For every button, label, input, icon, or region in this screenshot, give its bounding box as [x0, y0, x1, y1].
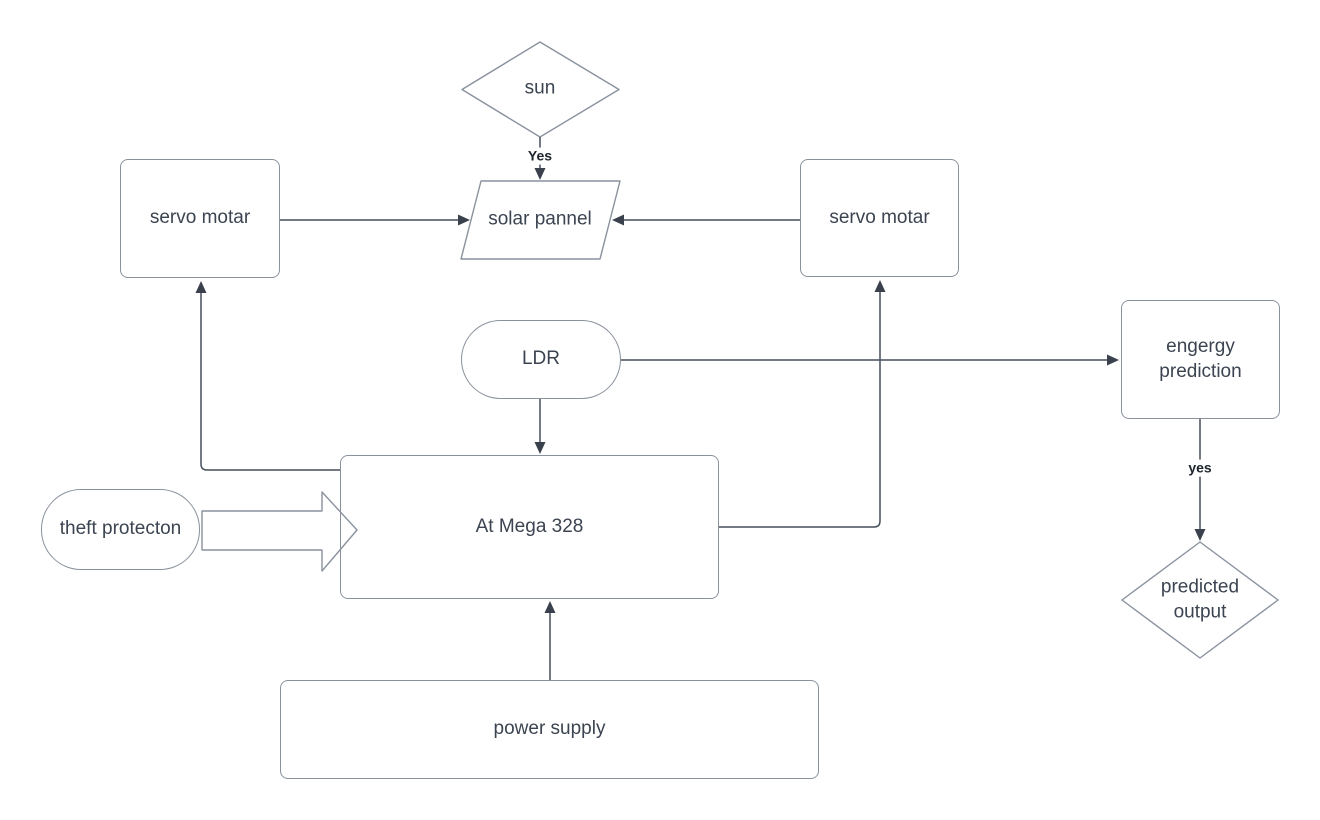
- solar-panel-label: solar pannel: [488, 208, 592, 230]
- arrowhead-at-mega-to-servo-left: [195, 281, 207, 293]
- edge-at-mega-to-servo-left: [200, 293, 340, 471]
- energy-prediction-node: engergy prediction: [1121, 300, 1280, 419]
- edge-at-mega-to-servo-right: [719, 292, 881, 528]
- predicted-output-label: predicted output: [1160, 576, 1240, 622]
- servo-motor-left-label: servo motar: [149, 207, 251, 229]
- arrowhead-sun-to-solar-panel: [534, 168, 546, 180]
- ldr-label: LDR: [521, 348, 560, 370]
- arrowhead-servo-right-to-solar-panel: [612, 214, 624, 226]
- servo-motor-right-label: servo motar: [829, 206, 930, 228]
- arrowhead-power-supply-to-at-mega: [544, 601, 556, 613]
- power-supply-label: power supply: [493, 718, 606, 740]
- theft-protection-label: theft protecton: [59, 518, 182, 540]
- arrowhead-ldr-to-at-mega: [534, 442, 546, 454]
- servo-motor-right-node: servo motar: [800, 159, 959, 277]
- arrowhead-servo-left-to-solar-panel: [458, 214, 470, 226]
- edge-label-yes-energy: yes: [1184, 459, 1216, 477]
- ldr-node: LDR: [461, 320, 621, 399]
- edge-label-yes-sun: Yes: [523, 147, 557, 165]
- arrowhead-energy-to-predicted-output: [1194, 529, 1206, 541]
- at-mega-label: At Mega 328: [475, 515, 584, 537]
- arrowhead-ldr-to-energy-prediction: [1107, 354, 1119, 366]
- servo-motor-left-node: servo motar: [120, 159, 280, 278]
- sun-label: sun: [524, 77, 556, 99]
- energy-prediction-label: engergy prediction: [1159, 335, 1242, 382]
- theft-protection-node: theft protecton: [41, 489, 200, 570]
- arrowhead-at-mega-to-servo-right: [874, 280, 886, 292]
- at-mega-node: At Mega 328: [340, 455, 719, 599]
- theft-protection-block-arrow: [201, 491, 358, 572]
- power-supply-node: power supply: [280, 680, 819, 779]
